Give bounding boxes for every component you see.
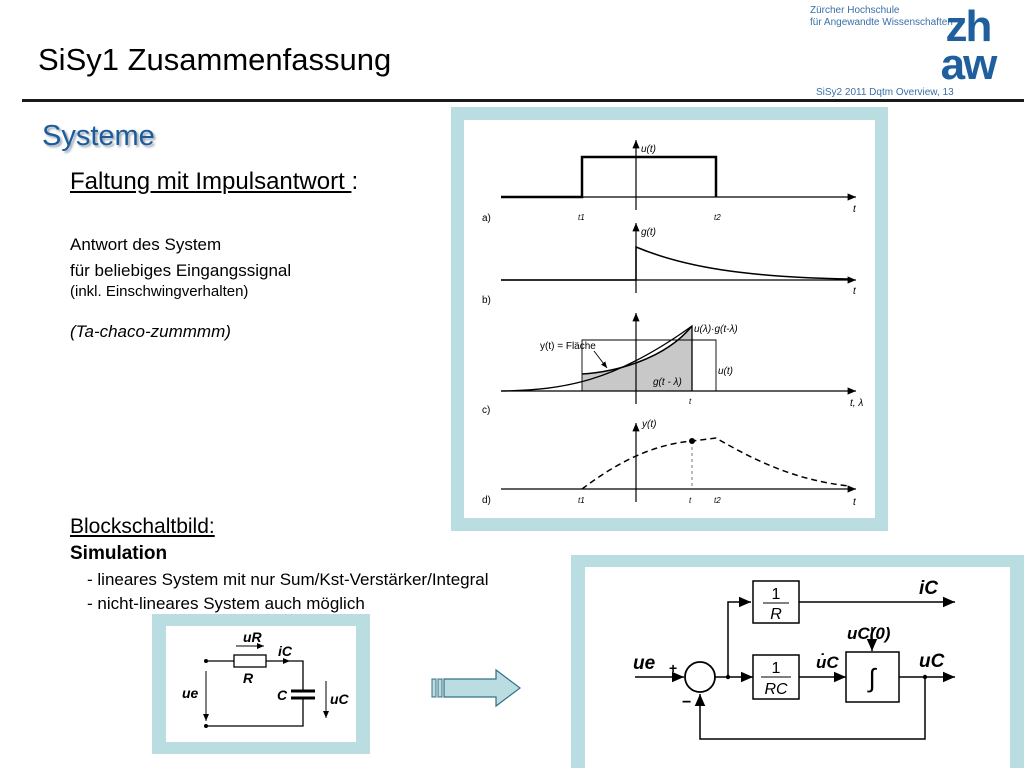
convolution-figure: a) u(t) t t1 t2 b) g(t) t (464, 120, 875, 518)
simulation-heading: Simulation (70, 543, 168, 564)
g-shift-label: g(t - λ) (653, 377, 682, 388)
zhaw-logo: zh aw (941, 4, 1000, 82)
plot-c: c) y(t) = Fläche u(λ)·g(t-λ) g(t - λ) u(… (482, 313, 863, 416)
u-c-initial-label: uC(0) (847, 624, 891, 643)
i-c-label: iC (278, 643, 293, 659)
gain-block-1-over-rc (752, 654, 800, 700)
gain-block-1-over-r (752, 580, 800, 624)
t-mark-c: t (689, 397, 692, 406)
gain-rc-denominator: RC (764, 681, 788, 698)
t-axis-label-b: t (853, 286, 857, 297)
gain-rc-numerator: 1 (772, 660, 781, 677)
slide-footer: SiSy2 2011 Dqtm Overview, 13 (816, 87, 954, 98)
logo-text-bottom: aw (941, 40, 998, 82)
tacha-note: (Ta-chaco-zummmm) (70, 322, 231, 341)
u-axis-label: u(t) (641, 144, 656, 155)
block-diagram: ue + − 1 R iC 1 RC u̇C ∫ (585, 567, 1010, 768)
rc-circuit-frame: uR iC R C ue uC (152, 614, 370, 754)
antwort-line1: Antwort des System (70, 235, 222, 254)
label-c: c) (482, 405, 490, 416)
faltung-heading: Faltung mit Impulsantwort : (70, 168, 358, 196)
t-axis-label-a: t (853, 204, 857, 215)
t2-label-d: t2 (714, 496, 721, 505)
transition-arrow (431, 668, 521, 708)
t-mark-d: t (689, 496, 692, 505)
gain-r-denominator: R (770, 606, 782, 623)
c-label: C (277, 687, 288, 703)
resistor-symbol (233, 654, 267, 668)
y-axis-label: y(t) (641, 419, 656, 430)
blockschaltbild-heading: Blockschaltbild: (70, 515, 215, 538)
logo-text-top: zh (946, 4, 991, 51)
u-c-output-label: uC (919, 651, 945, 672)
convolution-figure-frame: a) u(t) t t1 t2 b) g(t) t (451, 107, 888, 531)
u-e-input-label: ue (633, 653, 656, 674)
gain-r-numerator: 1 (772, 586, 781, 603)
plus-sign: + (669, 660, 677, 676)
faltung-heading-text: Faltung mit Impulsantwort (70, 168, 352, 195)
flaeche-label: y(t) = Fläche (540, 341, 596, 352)
r-label: R (243, 670, 254, 686)
minus-sign: − (682, 694, 691, 711)
plot-b: b) g(t) t (482, 223, 857, 306)
u-c-dot-label: u̇C (816, 653, 839, 672)
t2-label-a: t2 (714, 213, 721, 222)
page-title: SiSy1 Zusammenfassung (38, 42, 392, 77)
org-name-line2: für Angewandte Wissenschaften (810, 17, 953, 28)
u-e-label: ue (182, 685, 199, 701)
block-diagram-frame: ue + − 1 R iC 1 RC u̇C ∫ (571, 555, 1024, 768)
t-axis-label-d: t (853, 497, 857, 508)
t-lambda-axis-label: t, λ (850, 398, 863, 409)
t1-label-d: t1 (578, 496, 585, 505)
i-c-output-label: iC (919, 578, 938, 599)
title-divider (22, 99, 1024, 102)
product-label: u(λ)·g(t-λ) (694, 324, 738, 335)
u-c-label: uC (330, 691, 350, 707)
rc-circuit: uR iC R C ue uC (166, 626, 356, 742)
org-name-line1: Zürcher Hochschule (810, 5, 900, 16)
simulation-item-linear: - lineares System mit nur Sum/Kst-Verstä… (87, 570, 489, 589)
u-r-label: uR (243, 629, 263, 645)
simulation-item-nonlinear: - nicht-lineares System auch möglich (87, 594, 365, 613)
g-axis-label: g(t) (641, 227, 656, 238)
plot-a: a) u(t) t t1 t2 (482, 140, 857, 224)
antwort-line2: für beliebiges Eingangssignal (70, 261, 292, 280)
label-b: b) (482, 295, 491, 306)
u-t-label: u(t) (718, 366, 733, 377)
integral-symbol: ∫ (866, 663, 877, 693)
faltung-heading-colon: : (351, 168, 359, 195)
integrator-block (845, 651, 900, 703)
label-a: a) (482, 213, 491, 224)
antwort-line3: (inkl. Einschwingverhalten) (70, 283, 249, 300)
summing-junction (684, 661, 716, 693)
plot-d: d) y(t) t t1 t t2 (482, 419, 857, 508)
section-title: Systeme (42, 120, 155, 152)
label-d: d) (482, 495, 491, 506)
t1-label-a: t1 (578, 213, 585, 222)
